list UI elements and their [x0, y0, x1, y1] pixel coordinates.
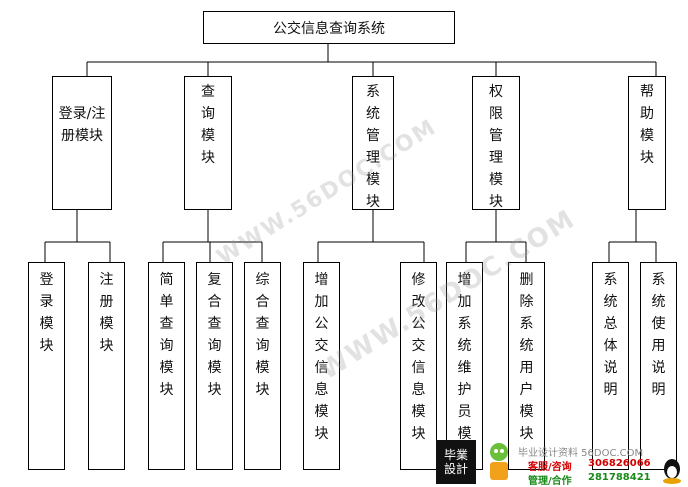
- service-label: 客服/咨询: [528, 462, 572, 473]
- site-logo: 毕業 設計: [436, 440, 476, 484]
- submodule-login: 登录模块: [28, 262, 65, 470]
- logo-text-bottom: 設計: [443, 462, 468, 476]
- module-help: 帮助模块: [628, 76, 666, 210]
- manage-label: 管理/合作: [528, 476, 572, 487]
- service-number: 306826066: [588, 458, 651, 469]
- submodule-label: 简单查询模块: [159, 272, 174, 398]
- submodule-register: 注册模块: [88, 262, 125, 470]
- submodule-comprehensive-query: 综合查询模块: [244, 262, 281, 470]
- submodule-label: 修改公交信息模块: [411, 272, 426, 442]
- module-label: 登录/注 册模块: [58, 106, 106, 144]
- submodule-label: 综合查询模块: [255, 272, 270, 398]
- logo-text-top: 毕業: [443, 448, 468, 462]
- submodule-delete-user: 删除系统用户模块: [508, 262, 545, 470]
- module-login-register: 登录/注 册模块: [52, 76, 112, 210]
- submodule-label: 系统使用说明: [651, 272, 666, 398]
- submodule-simple-query: 简单查询模块: [148, 262, 185, 470]
- module-label: 帮助模块: [640, 84, 654, 166]
- submodule-label: 注册模块: [99, 272, 114, 354]
- root-node: 公交信息查询系统: [203, 11, 455, 44]
- submodule-usage-guide: 系统使用说明: [640, 262, 677, 470]
- submodule-compound-query: 复合查询模块: [196, 262, 233, 470]
- module-permission-management: 权限管理模块: [472, 76, 520, 210]
- submodule-system-overview: 系统总体说明: [592, 262, 629, 470]
- submodule-label: 系统总体说明: [603, 272, 618, 398]
- module-label: 系统管理模块: [366, 84, 380, 210]
- root-label: 公交信息查询系统: [273, 20, 385, 37]
- submodule-modify-bus-info: 修改公交信息模块: [400, 262, 437, 470]
- submodule-label: 登录模块: [39, 272, 54, 354]
- module-query: 查询模块: [184, 76, 232, 210]
- submodule-label: 复合查询模块: [207, 272, 222, 398]
- site-line: 毕业设计资料 56DOC.COM: [518, 448, 644, 459]
- module-system-management: 系统管理模块: [352, 76, 394, 210]
- submodule-label: 删除系统用户模块: [519, 272, 534, 442]
- qq-icon: [663, 459, 681, 484]
- submodule-add-bus-info: 增加公交信息模块: [303, 262, 340, 470]
- module-label: 权限管理模块: [489, 84, 503, 210]
- submodule-add-maintainer: 增加系统维护员模块: [446, 262, 483, 470]
- manage-number: 281788421: [588, 472, 651, 483]
- module-label: 查询模块: [201, 84, 215, 166]
- submodule-label: 增加公交信息模块: [314, 272, 329, 442]
- mascot-icon: [490, 443, 508, 480]
